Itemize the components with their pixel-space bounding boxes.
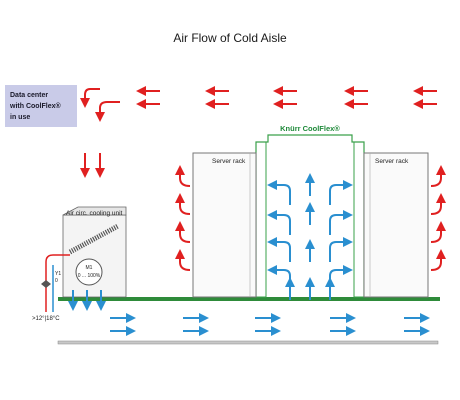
chilled-water-pipes: Y1 0 >12°|18°C xyxy=(32,254,70,322)
valve-icon xyxy=(41,280,51,284)
coolflex-label: Knürr CoolFlex® xyxy=(280,124,340,133)
motor-range: 0 ... 100% xyxy=(78,273,101,279)
hot-air-turn-arrow xyxy=(80,88,100,108)
underfloor-cold-air-arrows xyxy=(110,313,430,336)
hot-exhaust-arrow xyxy=(430,221,446,243)
subfloor-plate xyxy=(57,340,439,345)
coolflex-right-door xyxy=(353,141,365,298)
rack-left-label: Server rack xyxy=(212,158,246,165)
return-pipe xyxy=(45,254,70,312)
hot-exhaust-arrow xyxy=(430,165,446,187)
cooling-unit-top xyxy=(62,206,127,216)
server-rack-left: Server rack xyxy=(192,152,257,298)
hot-exhaust-arrow xyxy=(175,221,191,243)
cold-air-turn-left-arrow xyxy=(267,265,291,290)
hot-exhaust-arrow xyxy=(430,249,446,271)
valve-label-y1: Y1 xyxy=(55,271,61,277)
cold-air-turn-left-arrow xyxy=(267,210,291,235)
coolflex-left-door xyxy=(255,141,267,298)
info-box: Data center with CoolFlex® in use xyxy=(5,85,77,127)
hot-exhaust-arrow xyxy=(175,249,191,271)
floor-plate xyxy=(58,297,440,301)
info-box-background xyxy=(5,85,77,127)
cooling-unit: Air circ. cooling unit M1 0 ... 100% xyxy=(62,206,127,298)
top-hot-air-arrows xyxy=(80,86,437,178)
hot-exhaust-arrow xyxy=(175,165,191,187)
rack-right-body xyxy=(363,152,429,298)
info-box-line-3: in use xyxy=(10,114,30,121)
diagram-title: Air Flow of Cold Aisle xyxy=(173,31,287,45)
hot-exhaust-arrow xyxy=(175,193,191,215)
cold-air-turn-right-arrow xyxy=(329,180,353,205)
valve-icon-lower xyxy=(41,284,51,288)
cold-air-turn-right-arrow xyxy=(329,237,353,262)
raised-floor xyxy=(57,297,440,345)
cold-air-turn-left-arrow xyxy=(267,237,291,262)
hot-air-turn-arrow xyxy=(95,101,120,122)
server-rack-right: Server rack xyxy=(363,152,429,298)
fan-motor-icon xyxy=(75,258,103,286)
valve-label-0: 0 xyxy=(55,278,58,284)
cooling-unit-body xyxy=(62,214,127,298)
motor-label: M1 xyxy=(86,265,93,271)
cooling-unit-label: Air circ. cooling unit xyxy=(66,210,123,217)
info-box-line-1: Data center xyxy=(10,92,48,99)
rack-right-label: Server rack xyxy=(375,158,409,165)
cold-air-turn-left-arrow xyxy=(267,180,291,205)
cold-air-turn-right-arrow xyxy=(329,210,353,235)
rack-hot-exhaust-arrows xyxy=(175,165,446,271)
hot-exhaust-arrow xyxy=(430,193,446,215)
temperature-label: >12°|18°C xyxy=(32,316,60,322)
unit-cold-air-arrows xyxy=(68,290,106,311)
cooling-coil xyxy=(68,223,120,255)
info-box-line-2: with CoolFlex® xyxy=(9,102,62,110)
cold-air-turn-right-arrow xyxy=(329,265,353,290)
rack-left-body xyxy=(192,152,257,298)
cold-aisle-arrows xyxy=(267,173,353,300)
